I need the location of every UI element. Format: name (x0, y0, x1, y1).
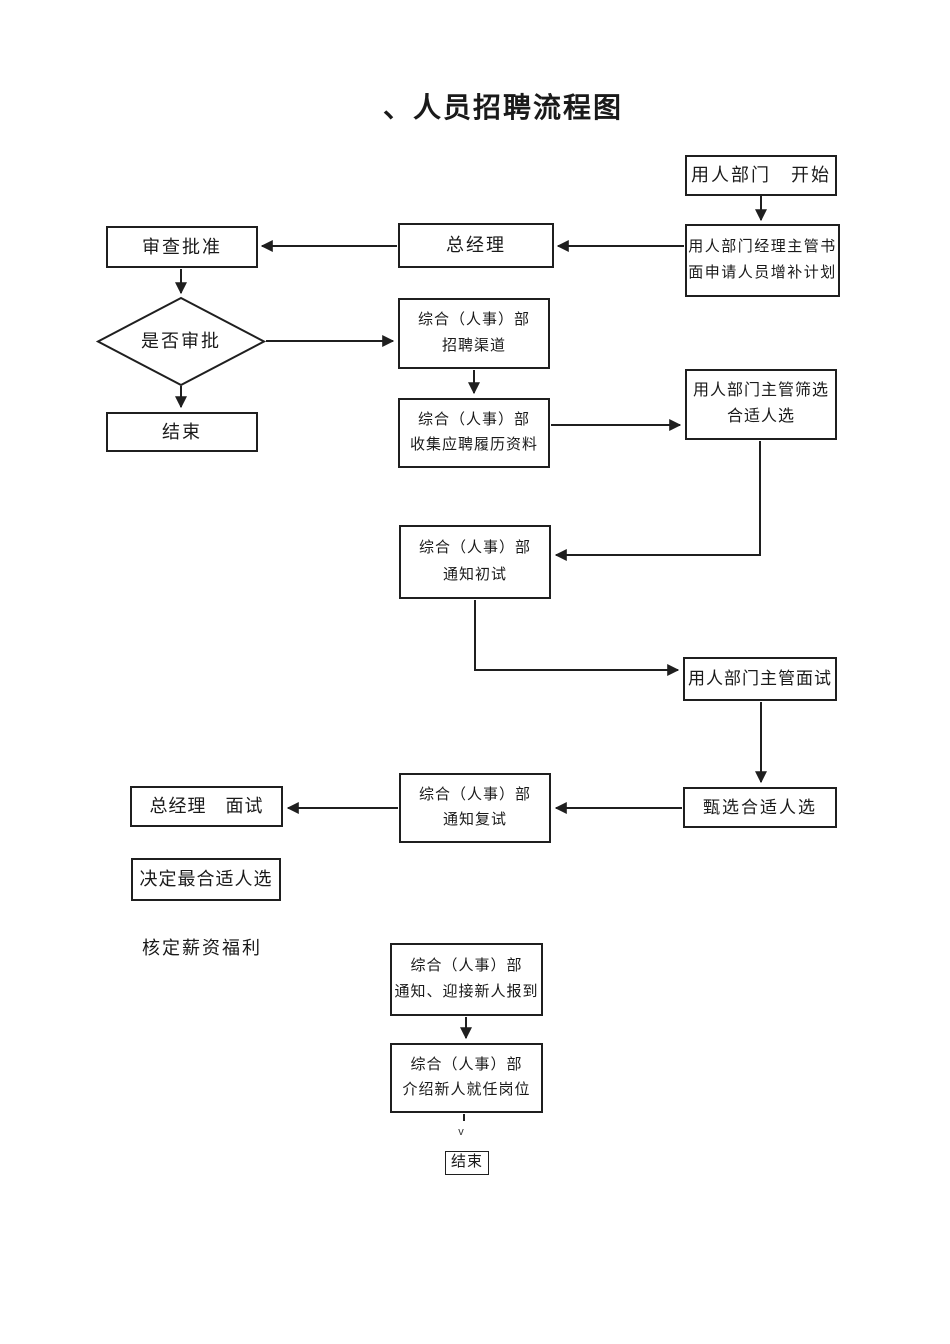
flow-node-end-left: 结束 (106, 412, 258, 452)
page-title: 、人员招聘流程图 (383, 93, 624, 124)
flow-node-welcome-newcomer: 综合（人事）部 通知、迎接新人报到 (390, 943, 543, 1016)
flow-node-decision: 是否审批 (98, 298, 264, 385)
flow-node-notify-first-interview-line2: 通知初试 (442, 566, 507, 583)
flow-node-apply-line1: 用人部门经理主管书 (688, 238, 837, 255)
flow-node-recruit-channel-line2: 招聘渠道 (441, 337, 506, 354)
flow-node-review-approve-label: 审查批准 (142, 236, 222, 257)
flow-node-notify-second-interview-line1: 综合（人事）部 (418, 786, 531, 803)
flow-node-start-label: 用人部门 开始 (691, 165, 831, 186)
flow-node-notify-first-interview-line1: 综合（人事）部 (418, 540, 531, 557)
flow-node-notify-second-interview: 综合（人事）部 通知复试 (399, 773, 551, 843)
flow-node-introduce-position-line2: 介绍新人就任岗位 (402, 1081, 531, 1098)
flow-node-select-candidates: 甄选合适人选 (683, 787, 837, 828)
flow-node-apply: 用人部门经理主管书 面申请人员增补计划 (685, 224, 840, 297)
flow-node-decide-final-label: 决定最合适人选 (139, 869, 273, 890)
v-arrow-mark: v (458, 1126, 464, 1138)
flow-node-introduce-position-line1: 综合（人事）部 (410, 1056, 523, 1073)
flow-node-collect-resumes: 综合（人事）部 收集应聘履历资料 (398, 398, 550, 468)
flow-node-supervisor-interview: 用人部门主管面试 (683, 657, 837, 701)
flow-node-decision-label: 是否审批 (141, 331, 221, 352)
arrow-notify-first-to-interview (474, 600, 680, 676)
flow-node-salary-benefits: 核定薪资福利 (142, 933, 302, 963)
flow-node-end-bottom-label: 结束 (450, 1154, 483, 1171)
flow-node-gm-interview: 总经理 面试 (130, 786, 283, 827)
flow-node-welcome-newcomer-line1: 综合（人事）部 (410, 957, 523, 974)
flow-node-supervisor-screen-line1: 用人部门主管筛选 (692, 382, 829, 400)
flow-node-general-manager: 总经理 (398, 223, 554, 268)
flow-node-collect-resumes-line1: 综合（人事）部 (417, 411, 530, 428)
flow-node-recruit-channel-line1: 综合（人事）部 (417, 312, 530, 329)
flow-node-end-bottom: 结束 (445, 1151, 489, 1175)
flow-node-review-approve: 审查批准 (106, 226, 258, 268)
flow-node-start: 用人部门 开始 (685, 155, 837, 196)
flow-node-welcome-newcomer-line2: 通知、迎接新人报到 (394, 983, 539, 1000)
flow-node-notify-second-interview-line2: 通知复试 (442, 811, 507, 828)
flow-node-recruit-channel: 综合（人事）部 招聘渠道 (398, 298, 550, 369)
flow-node-end-left-label: 结束 (162, 421, 202, 442)
flow-node-introduce-position: 综合（人事）部 介绍新人就任岗位 (390, 1043, 543, 1113)
flow-node-supervisor-interview-label: 用人部门主管面试 (688, 669, 832, 689)
flow-node-supervisor-screen: 用人部门主管筛选 合适人选 (685, 369, 837, 440)
flow-node-salary-benefits-label: 核定薪资福利 (142, 937, 262, 958)
arrow-screen-to-notify-first (554, 441, 761, 561)
flow-node-select-candidates-label: 甄选合适人选 (703, 797, 817, 817)
flow-node-collect-resumes-line2: 收集应聘履历资料 (409, 436, 538, 453)
flow-node-decide-final: 决定最合适人选 (131, 858, 281, 901)
flow-node-gm-interview-label: 总经理 面试 (149, 796, 264, 817)
flow-node-apply-line2: 面申请人员增补计划 (688, 264, 837, 281)
flow-node-notify-first-interview: 综合（人事）部 通知初试 (399, 525, 551, 599)
flow-node-supervisor-screen-line2: 合适人选 (726, 408, 795, 426)
flow-node-general-manager-label: 总经理 (446, 235, 506, 256)
